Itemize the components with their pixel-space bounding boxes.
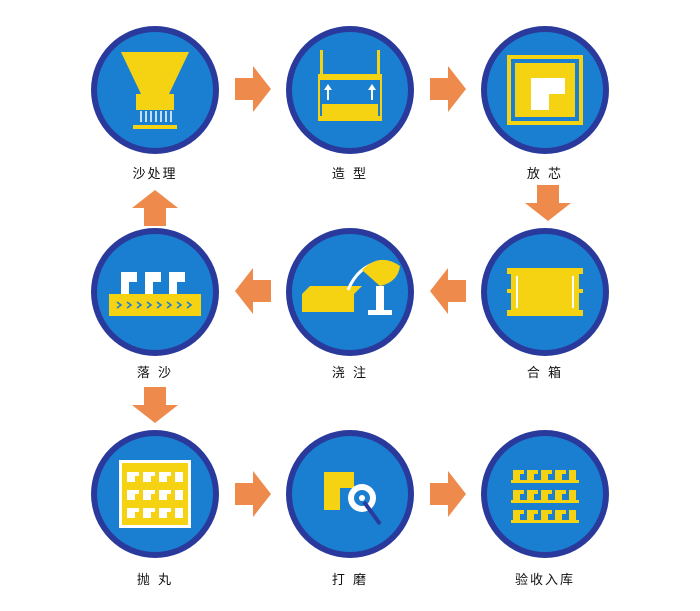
arrow-right [430, 471, 466, 517]
step-inspection-storage [481, 430, 609, 558]
step-shakeout [91, 228, 219, 356]
arrow-up [132, 190, 178, 226]
step-grinding [286, 430, 414, 558]
step-label-sand-processing: 沙处理 [132, 167, 178, 182]
step-core-placement [481, 26, 609, 154]
molding-press-icon [318, 50, 382, 121]
pouring-ladle-icon [302, 259, 400, 315]
sand-hopper-icon [121, 52, 189, 129]
step-label-flask-closing: 合 箱 [526, 366, 564, 381]
arrow-right [235, 471, 271, 517]
arrow-right [235, 66, 271, 112]
step-label-shakeout: 落 沙 [136, 366, 174, 381]
arrow-right [430, 66, 466, 112]
shot-blast-rack-icon [119, 460, 191, 528]
step-molding [286, 26, 414, 154]
inspection-storage-icon [511, 470, 579, 523]
step-pouring [286, 228, 414, 356]
arrow-down [132, 387, 178, 423]
grinding-wheel-icon [324, 472, 382, 526]
step-sand-processing [91, 26, 219, 154]
arrow-left [235, 268, 271, 314]
shakeout-conveyor-icon [109, 272, 201, 316]
step-label-inspection-storage: 验收入库 [514, 573, 575, 588]
step-flask-closing [481, 228, 609, 356]
step-label-grinding: 打 磨 [331, 573, 369, 588]
step-label-molding: 造 型 [331, 167, 369, 182]
step-label-core-placement: 放 芯 [526, 167, 564, 182]
core-box-icon [507, 55, 583, 125]
arrow-down [525, 185, 571, 221]
step-label-pouring: 浇 注 [331, 366, 369, 381]
flask-close-icon [507, 268, 583, 316]
step-label-shot-blasting: 抛 丸 [136, 573, 174, 588]
step-shot-blasting [91, 430, 219, 558]
arrow-left [430, 268, 466, 314]
